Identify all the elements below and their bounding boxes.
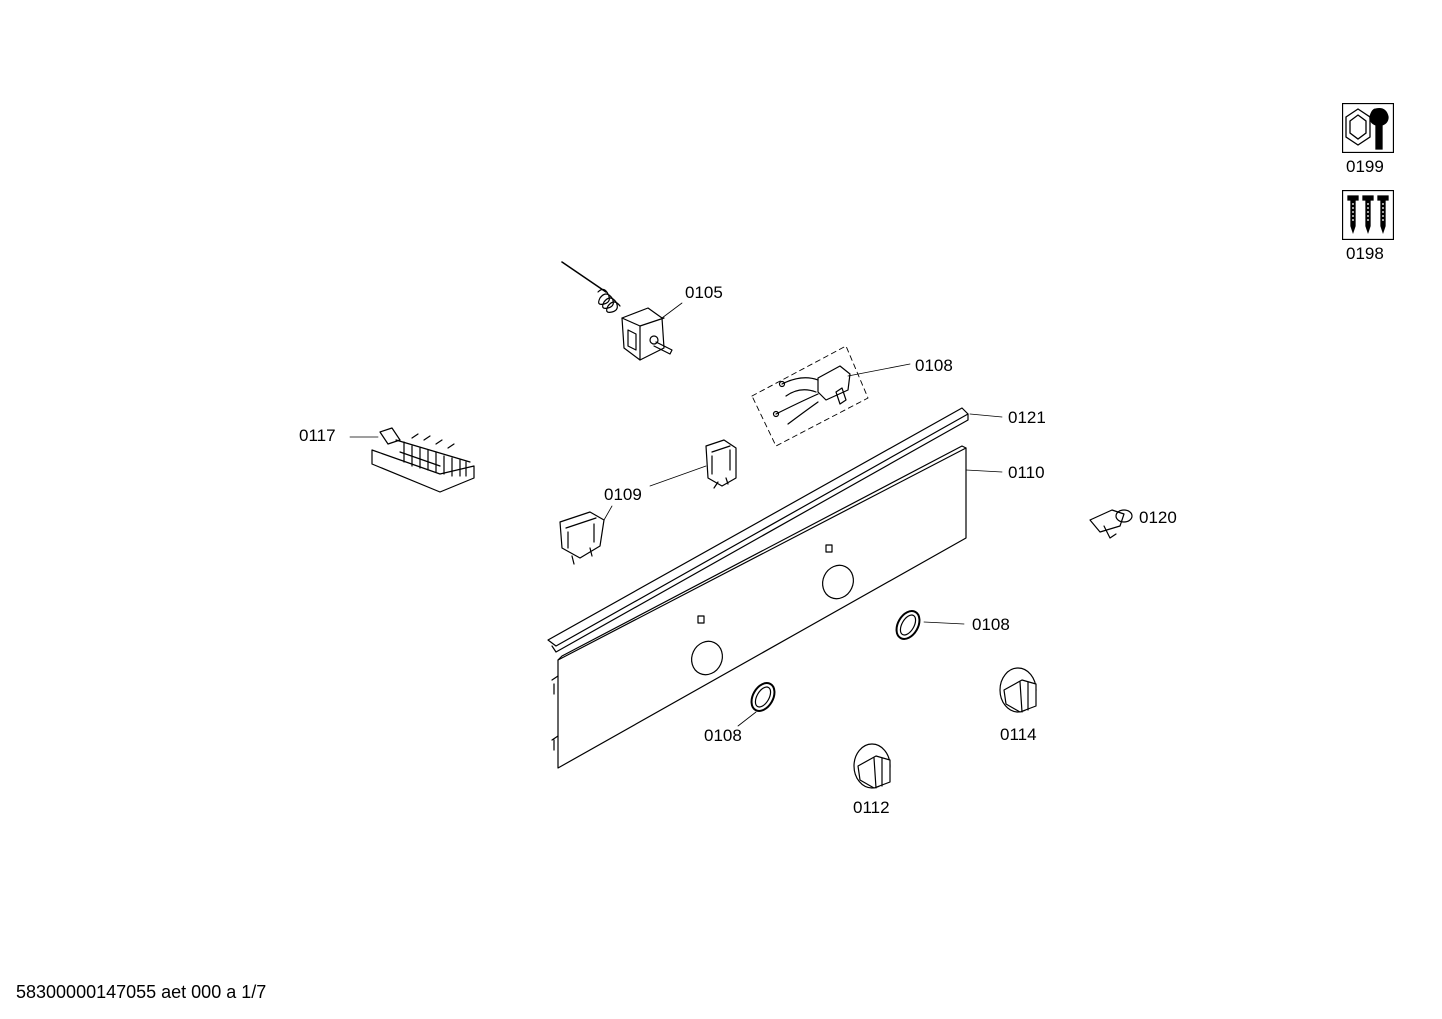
icon-label-0198: 0198 — [1346, 244, 1384, 263]
screws-icon[interactable] — [1342, 190, 1394, 240]
part-0105-thermostat — [561, 261, 683, 361]
part-0112-knob — [853, 743, 891, 789]
wrench-nut-icon[interactable] — [1342, 103, 1394, 153]
part-0114-knob — [999, 667, 1037, 713]
part-0108-ring-right — [895, 610, 965, 640]
callout-0117[interactable]: 0117 — [299, 426, 336, 445]
part-0108-wire-set — [751, 345, 911, 447]
callout-0108-wire-set[interactable]: 0108 — [915, 356, 953, 375]
callout-0112[interactable]: 0112 — [853, 798, 890, 817]
callout-0108-ring-right[interactable]: 0108 — [972, 615, 1010, 634]
part-0109-bracket-lower — [559, 505, 613, 565]
part-0109-bracket-upper — [649, 439, 737, 489]
icon-label-0199: 0199 — [1346, 157, 1384, 176]
document-id: 58300000147055 aet 000 a 1/7 — [16, 982, 267, 1002]
callout-0105[interactable]: 0105 — [685, 283, 723, 302]
part-0117-terminal-block — [349, 427, 475, 493]
callout-0108-ring-left[interactable]: 0108 — [704, 726, 742, 745]
callout-0120[interactable]: 0120 — [1139, 508, 1177, 527]
callout-0121[interactable]: 0121 — [1008, 408, 1046, 427]
part-0108-ring-left — [737, 682, 776, 727]
callout-0109[interactable]: 0109 — [604, 485, 642, 504]
callout-0114[interactable]: 0114 — [1000, 725, 1037, 744]
part-0110-control-panel — [551, 445, 1003, 769]
callout-0110[interactable]: 0110 — [1008, 463, 1045, 482]
part-0121-strip — [547, 407, 1003, 653]
part-0120-clip — [1089, 509, 1133, 539]
